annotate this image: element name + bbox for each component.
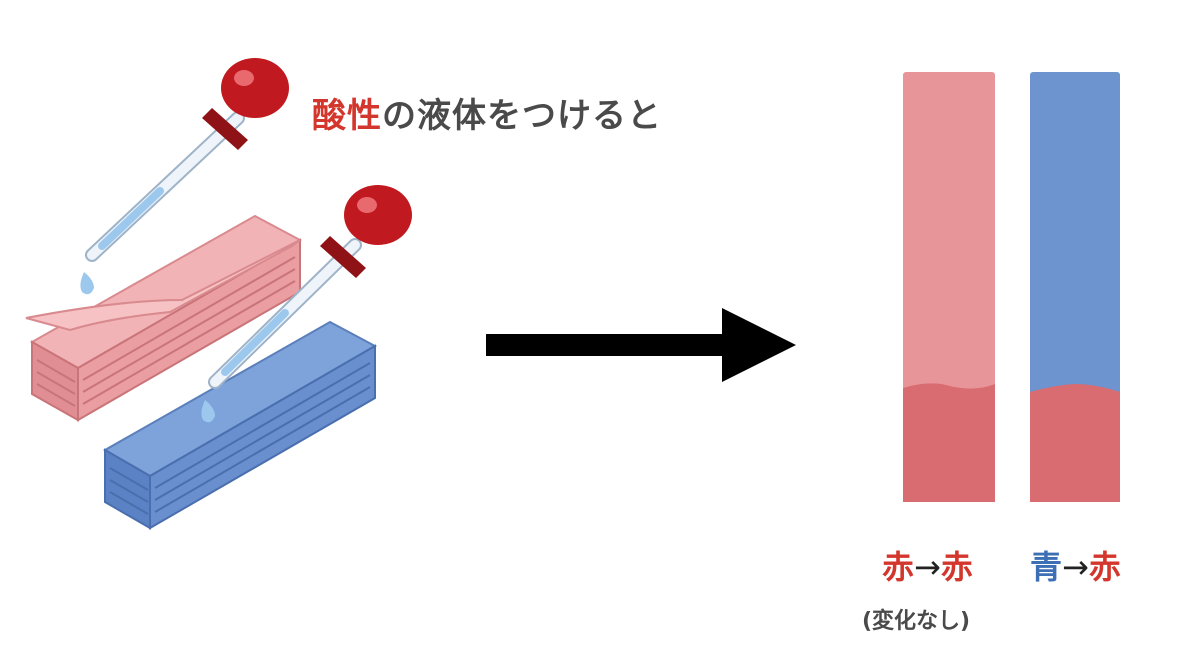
blue-litmus-stack	[102, 320, 378, 530]
dropper-right	[201, 185, 412, 423]
dropper-left	[80, 58, 289, 295]
result-arrow	[486, 308, 796, 382]
arrow-glyph: →	[914, 548, 941, 586]
arrow-glyph: →	[1062, 548, 1089, 586]
red-litmus-stack	[25, 214, 303, 422]
result-strip-blue	[1030, 72, 1120, 502]
caption-acidic: 酸性	[312, 96, 382, 136]
red-after: 赤	[940, 548, 973, 586]
result-strip-red	[903, 72, 995, 502]
result-label-blue: 青→赤	[1030, 542, 1121, 588]
result-label-red: 赤→赤	[882, 542, 973, 588]
blue-before: 青	[1030, 548, 1063, 586]
instruction-caption: 酸性の液体をつけると	[312, 88, 662, 137]
red-before: 赤	[882, 548, 915, 586]
no-change-note: (変化なし)	[862, 609, 971, 634]
blue-after: 赤	[1088, 548, 1121, 586]
caption-rest: の液体をつけると	[382, 96, 662, 136]
